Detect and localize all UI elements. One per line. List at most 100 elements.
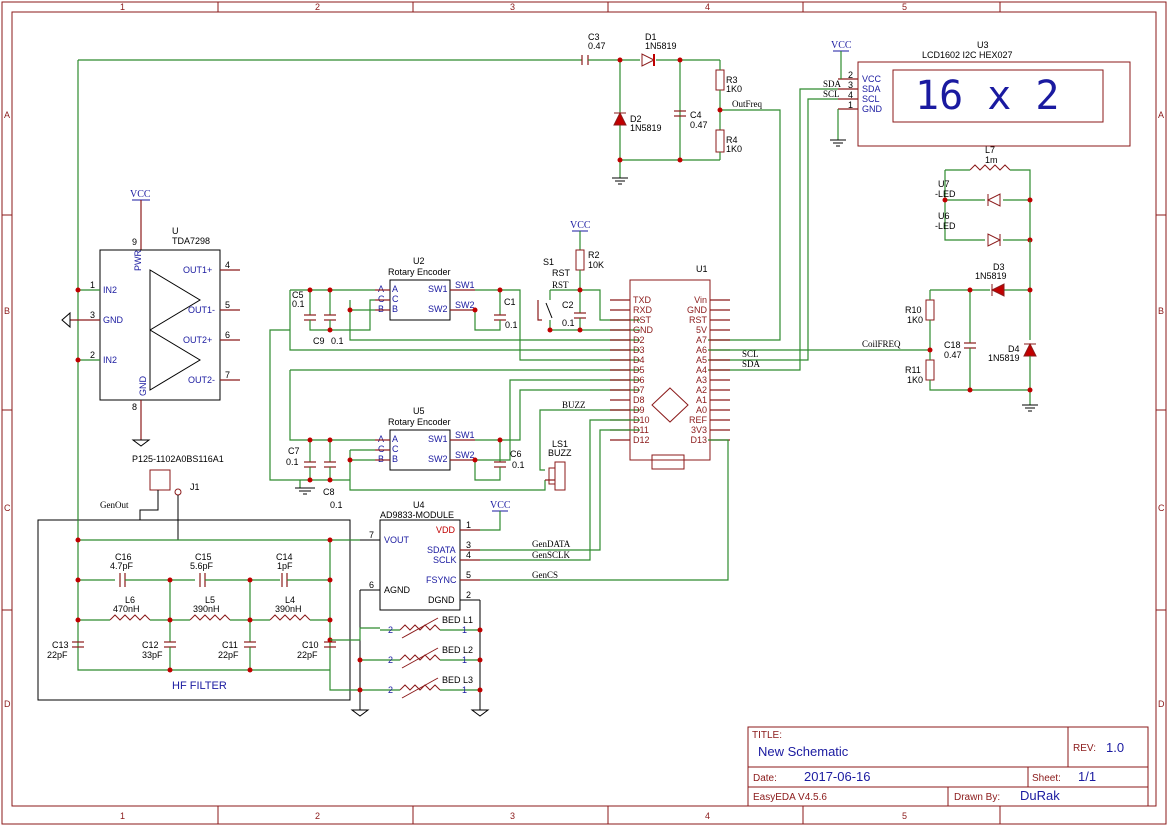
- title-value: New Schematic: [758, 744, 849, 759]
- pin-number: 7: [225, 370, 230, 380]
- enc-pin: B: [378, 454, 384, 464]
- c7-ref: C7: [288, 446, 300, 456]
- enc-pin: A: [392, 284, 398, 294]
- mcu-pin-left: D2: [633, 335, 645, 345]
- mcu-pin-right: A4: [696, 365, 707, 375]
- s1-name: RST: [552, 268, 571, 278]
- detector-circuit: C3 0.47 D1 1N5819 R3 1K0 R4 1K0 D2 1N581…: [77, 32, 781, 480]
- bed-coil-label: BED L2: [442, 645, 473, 655]
- c1-ref: C1: [504, 297, 516, 307]
- mcu-pin-right: A2: [696, 385, 707, 395]
- r2-value: 10K: [588, 260, 604, 270]
- tda7298-amplifier: U TDA7298 VCC PWR 9 GND 8 IN2 GND IN2 1 …: [61, 189, 240, 447]
- lcd-pin-label: GND: [862, 104, 883, 114]
- vcc-label: VCC: [831, 40, 852, 51]
- buzzer-name: BUZZ: [548, 448, 572, 458]
- c13-value: 22pF: [47, 650, 68, 660]
- pin-number: 4: [225, 260, 230, 270]
- col-label: 3: [510, 2, 515, 12]
- mcu-pin-right: A7: [696, 335, 707, 345]
- col-label: 1: [120, 2, 125, 12]
- c13-ref: C13: [52, 640, 69, 650]
- encoder1-wiring: C5 0.1 C9 0.1 C1 0.1: [269, 287, 640, 481]
- d3-ref: D3: [993, 262, 1005, 272]
- amp-pin: OUT2+: [183, 335, 212, 345]
- r4-value: 1K0: [726, 144, 742, 154]
- rev-value: 1.0: [1106, 740, 1124, 755]
- enc-sw: SW1: [428, 284, 448, 294]
- sheet-label: Sheet:: [1032, 773, 1061, 784]
- sda-net: SDA: [742, 359, 761, 369]
- lcd-display-text: 16 x 2: [915, 73, 1060, 119]
- pin-number: 2: [388, 655, 393, 665]
- enc-sw: SW2: [455, 300, 475, 310]
- col-label: 2: [315, 811, 320, 821]
- l6-ref: L6: [125, 595, 135, 605]
- pin-number: 1: [462, 685, 467, 695]
- u6-ref: U6: [938, 211, 950, 221]
- pin-number: 6: [225, 330, 230, 340]
- ad9833-module: U4 AD9833-MODULE VOUT AGND 7 6 VDD SDATA…: [350, 500, 571, 717]
- amp-pin: IN2: [103, 355, 117, 365]
- l5-ref: L5: [205, 595, 215, 605]
- enc-pin: C: [392, 294, 399, 304]
- pin-number: 1: [462, 625, 467, 635]
- mcu-ref: U1: [696, 264, 708, 274]
- connector-name: P125-1102A0BS116A1: [132, 454, 224, 464]
- lcd-pin-label: SDA: [862, 84, 881, 94]
- d2-ref: D2: [630, 114, 642, 124]
- enc2-name: Rotary Encoder: [388, 417, 451, 427]
- col-label: 5: [902, 2, 907, 12]
- row-label: D: [4, 699, 11, 709]
- col-label: 2: [315, 2, 320, 12]
- c10-value: 22pF: [297, 650, 318, 660]
- sheet-value: 1/1: [1078, 769, 1096, 784]
- outfreq-net: OutFreq: [732, 99, 762, 109]
- ad-pin: AGND: [384, 585, 411, 595]
- pin-number: 6: [369, 580, 374, 590]
- amp-pin: OUT2-: [188, 375, 215, 385]
- gencs-net: GenCS: [532, 570, 558, 580]
- enc-sw: SW1: [455, 430, 475, 440]
- c12-ref: C12: [142, 640, 159, 650]
- amp-ref: U: [172, 226, 179, 236]
- pin-number: 1: [848, 100, 853, 110]
- mcu-nets: SCL SDA CoilFREQ: [480, 339, 930, 581]
- c6-ref: C6: [510, 449, 522, 459]
- u6-value: -LED: [935, 221, 956, 231]
- enc-pin: B: [392, 304, 398, 314]
- mcu-pin-right: A3: [696, 375, 707, 385]
- hf-filter-label: HF FILTER: [172, 680, 227, 692]
- pin-number: 3: [90, 310, 95, 320]
- d4-ref: D4: [1008, 344, 1020, 354]
- pin-number: 2: [388, 625, 393, 635]
- title-label: TITLE:: [752, 730, 782, 741]
- mcu-pin-left: TXD: [633, 295, 652, 305]
- rotary-encoder-u5: U5 Rotary Encoder A C B A C B SW1 SW2 SW…: [375, 406, 475, 471]
- gendata-net: GenDATA: [532, 539, 571, 549]
- enc1-name: Rotary Encoder: [388, 267, 451, 277]
- pin-number: 2: [466, 590, 471, 600]
- mcu-pin-right: 5V: [696, 325, 707, 335]
- c8-ref: C8: [323, 487, 335, 497]
- enc-sw: SW2: [455, 450, 475, 460]
- ad9833-name: AD9833-MODULE: [380, 510, 454, 520]
- enc-sw: SW1: [428, 434, 448, 444]
- encoder2-wiring: C7 0.1 C8 0.1 C6 0.1: [286, 369, 640, 510]
- c15-ref: C15: [195, 552, 212, 562]
- enc-pin: A: [378, 434, 384, 444]
- c1-value: 0.1: [505, 320, 518, 330]
- mcu-pin-left: D8: [633, 395, 645, 405]
- r11-ref: R11: [905, 365, 921, 375]
- c15-value: 5.6pF: [190, 561, 214, 571]
- mcu-pin-right: A0: [696, 405, 707, 415]
- c14-value: 1pF: [277, 561, 293, 571]
- l5-value: 390nH: [193, 604, 220, 614]
- col-label: 5: [902, 811, 907, 821]
- tool-label: EasyEDA V4.5.6: [753, 792, 827, 803]
- r3-ref: R3: [726, 75, 738, 85]
- r10-ref: R10: [905, 305, 922, 315]
- l6-value: 470nH: [113, 604, 140, 614]
